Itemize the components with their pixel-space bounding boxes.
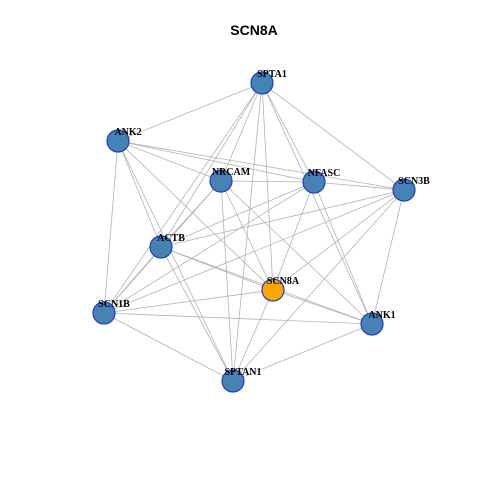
edge-spta1-ank2 (117, 82, 263, 142)
node-label-scn3b: SCN3B (398, 176, 430, 187)
node-circle-scn1b (92, 301, 116, 325)
node-circle-spta1 (250, 71, 274, 95)
node-label-sptan1: SPTAN1 (224, 367, 261, 378)
node-scn3b: SCN3B (392, 176, 430, 202)
node-circle-scn8a (261, 278, 285, 302)
edge-scn3b-scn8a (272, 189, 405, 291)
edge-spta1-nrcam (220, 82, 263, 182)
node-label-ank2: ANK2 (114, 127, 141, 138)
node-circle-nfasc (302, 170, 326, 194)
edge-scn8a-scn1b (103, 289, 274, 314)
diagram-title: SCN8A (230, 22, 277, 38)
node-spta1: SPTA1 (250, 69, 287, 95)
node-scn8a: SCN8A (261, 276, 300, 302)
edge-scn3b-ank1 (371, 189, 405, 325)
edge-actb-sptan1 (160, 246, 234, 382)
edge-nrcam-scn8a (220, 180, 274, 291)
edge-spta1-actb (160, 82, 263, 248)
edge-nrcam-nfasc (220, 180, 315, 183)
edge-scn8a-sptan1 (232, 289, 274, 382)
node-actb: ACTB (149, 233, 185, 259)
edge-spta1-ank1 (261, 82, 373, 325)
node-label-nrcam: NRCAM (212, 167, 251, 178)
edge-ank2-scn1b (103, 140, 119, 314)
node-nfasc: NFASC (302, 168, 341, 194)
edge-nrcam-ank1 (220, 180, 373, 325)
edge-ank2-nfasc (117, 140, 315, 183)
node-circle-ank2 (106, 129, 130, 153)
edge-ank2-sptan1 (117, 140, 234, 382)
edge-scn1b-ank1 (103, 312, 373, 325)
edge-ank2-scn8a (117, 140, 274, 291)
edge-ank2-nrcam (117, 140, 222, 182)
edge-nfasc-scn1b (103, 181, 315, 314)
edge-spta1-scn1b (103, 82, 263, 314)
node-scn1b: SCN1B (92, 299, 130, 325)
edge-ank2-scn3b (117, 140, 405, 191)
edge-nfasc-scn3b (313, 181, 405, 191)
edge-layer (103, 82, 405, 382)
node-label-spta1: SPTA1 (257, 69, 287, 80)
node-circle-scn3b (392, 178, 416, 202)
edge-actb-scn1b (103, 246, 162, 314)
edge-nrcam-sptan1 (220, 180, 234, 382)
edge-ank2-actb (117, 140, 162, 248)
edge-nfasc-ank1 (313, 181, 373, 325)
edge-spta1-scn8a (261, 82, 274, 291)
edge-spta1-nfasc (261, 82, 315, 183)
node-label-scn1b: SCN1B (98, 299, 130, 310)
edge-scn8a-ank1 (272, 289, 373, 325)
node-ank2: ANK2 (106, 127, 142, 153)
edge-scn3b-actb (160, 189, 405, 248)
node-label-nfasc: NFASC (308, 168, 341, 179)
node-sptan1: SPTAN1 (221, 367, 262, 393)
node-circle-sptan1 (221, 369, 245, 393)
node-label-actb: ACTB (157, 233, 185, 244)
edge-scn1b-sptan1 (103, 312, 234, 382)
node-ank1: ANK1 (360, 310, 396, 336)
edge-spta1-scn3b (261, 82, 405, 191)
node-label-ank1: ANK1 (368, 310, 395, 321)
edge-nfasc-scn8a (272, 181, 315, 291)
edge-nfasc-actb (160, 181, 315, 248)
edge-ank1-sptan1 (232, 323, 373, 382)
node-circle-nrcam (209, 169, 233, 193)
node-label-scn8a: SCN8A (267, 276, 300, 287)
node-circle-actb (149, 235, 173, 259)
edge-spta1-sptan1 (232, 82, 263, 382)
edge-scn3b-scn1b (103, 189, 405, 314)
edge-scn3b-sptan1 (232, 189, 405, 382)
node-circle-ank1 (360, 312, 384, 336)
node-nrcam: NRCAM (209, 167, 251, 193)
